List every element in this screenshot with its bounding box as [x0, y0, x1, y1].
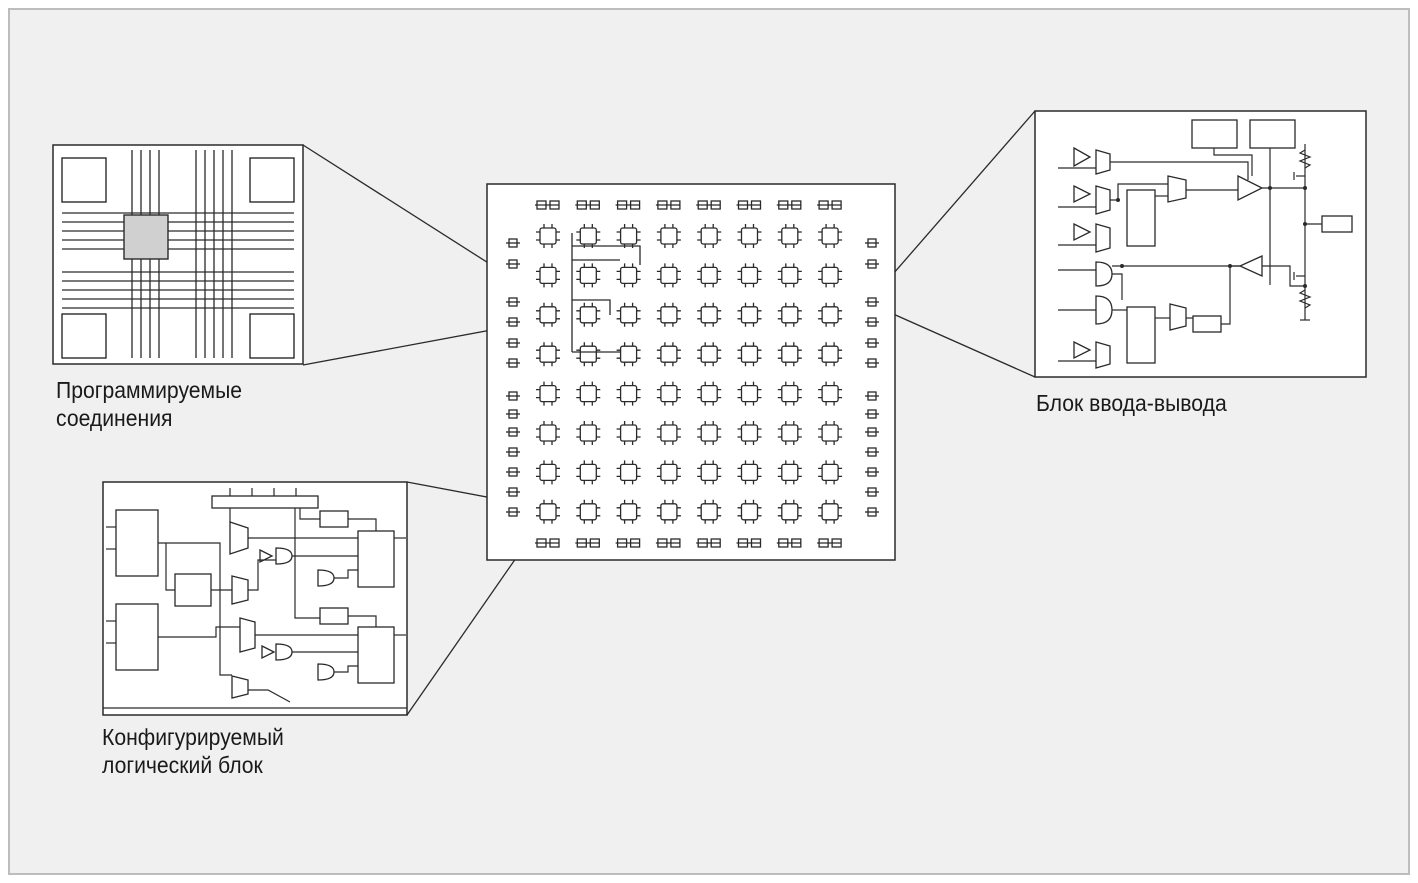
clb-cell	[700, 306, 718, 324]
clb-cell	[781, 424, 799, 442]
interconnect-caption-line-2: соединения	[56, 405, 173, 431]
clb-cell	[740, 384, 759, 403]
clb-cell	[821, 384, 839, 403]
clb-cell	[781, 306, 799, 324]
fpga-chip	[486, 183, 896, 561]
clb-cell	[660, 424, 678, 442]
clb-cell	[740, 306, 759, 324]
clb-cell	[700, 503, 718, 521]
clb-caption-line-2: логический блок	[102, 752, 263, 778]
clb-cell	[539, 306, 557, 324]
clb-cell	[539, 345, 557, 363]
interconnect-caption: Программируемые соединения	[56, 376, 242, 432]
clb-cell	[539, 384, 557, 403]
clb-cell	[781, 227, 799, 245]
clb-cell	[781, 463, 799, 482]
io-caption: Блок ввода-вывода	[1036, 389, 1227, 417]
clb-cell	[660, 306, 678, 324]
clb-cell	[740, 227, 759, 245]
clb-caption: Конфигурируемый логический блок	[102, 723, 284, 779]
clb-cell	[539, 227, 557, 245]
clb-cell	[619, 384, 638, 403]
io-caption-line-1: Блок ввода-вывода	[1036, 390, 1227, 416]
clb-panel	[102, 481, 408, 716]
clb-cell	[579, 463, 597, 482]
clb-cell	[539, 266, 557, 285]
clb-cell	[660, 227, 678, 245]
clb-cell	[781, 503, 799, 521]
clb-cell	[740, 266, 759, 285]
clb-cell	[660, 384, 678, 403]
clb-cell	[619, 306, 638, 324]
clb-caption-line-1: Конфигурируемый	[102, 724, 284, 750]
clb-cell	[740, 503, 759, 521]
chip-routing	[571, 233, 641, 353]
clb-cell	[740, 463, 759, 482]
clb-cell	[619, 227, 638, 245]
clb-cell	[539, 503, 557, 521]
clb-cell	[700, 463, 718, 482]
clb-cell	[740, 345, 759, 363]
clb-cell	[660, 345, 678, 363]
clb-cell	[579, 306, 597, 324]
clb-cell	[700, 424, 718, 442]
switch-box	[123, 214, 169, 260]
clb-cell	[619, 503, 638, 521]
clb-cell	[539, 463, 557, 482]
clb-cell	[700, 384, 718, 403]
clb-cell	[821, 463, 839, 482]
clb-cell	[579, 345, 597, 363]
clb-cell	[619, 345, 638, 363]
clb-cell	[781, 266, 799, 285]
clb-cell	[579, 384, 597, 403]
io-panel	[1034, 110, 1367, 378]
clb-cell	[781, 345, 799, 363]
clb-cell	[821, 424, 839, 442]
clb-cell	[619, 463, 638, 482]
clb-cell	[619, 424, 638, 442]
clb-cell	[821, 227, 839, 245]
clb-cell	[539, 424, 557, 442]
clb-cell	[821, 266, 839, 285]
clb-cell	[700, 227, 718, 245]
interconnect-caption-line-1: Программируемые	[56, 377, 243, 403]
clb-cell	[821, 503, 839, 521]
clb-cell	[740, 424, 759, 442]
interconnect-panel	[52, 144, 304, 365]
clb-cell	[700, 266, 718, 285]
clb-cell	[781, 384, 799, 403]
clb-cell	[821, 345, 839, 363]
clb-cell	[660, 503, 678, 521]
clb-cell	[821, 306, 839, 324]
clb-cell	[660, 463, 678, 482]
clb-cell	[579, 424, 597, 442]
clb-cell	[579, 227, 597, 245]
clb-cell	[660, 266, 678, 285]
clb-cell	[579, 503, 597, 521]
clb-cell	[700, 345, 718, 363]
clb-cell	[579, 266, 597, 285]
clb-cell	[619, 266, 638, 285]
